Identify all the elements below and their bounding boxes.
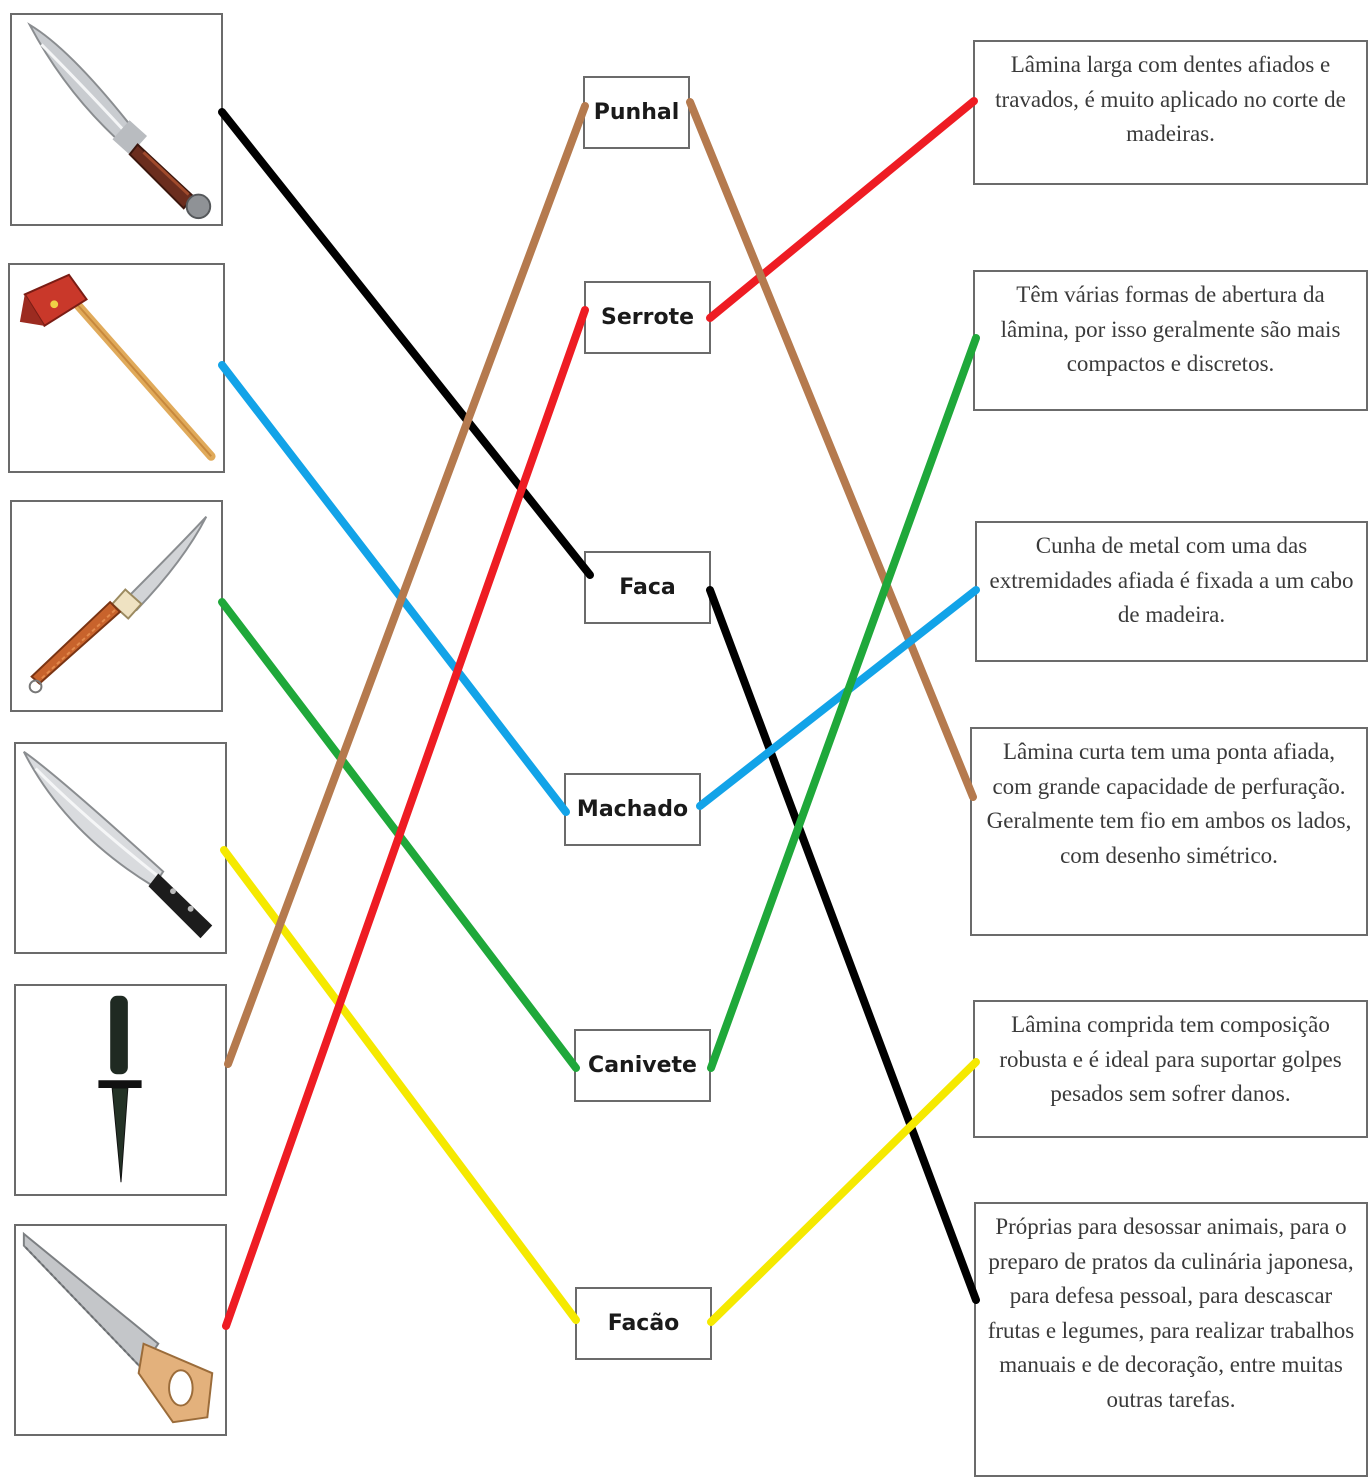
line-dagger-to-punhal (224, 102, 589, 1068)
desc-canivete: Têm várias formas de abertura da lâmina,… (973, 270, 1368, 411)
name-punhal: Punhal (583, 76, 690, 149)
line-faca-to-desc (706, 586, 980, 1304)
desc-punhal: Lâmina curta tem uma ponta afiada, com g… (970, 727, 1368, 936)
line-knife-to-faca (218, 108, 594, 579)
axe-icon (19, 273, 216, 461)
line-axe-to-machado (218, 361, 570, 816)
image-machete (14, 742, 227, 954)
image-pocket-knife (10, 500, 223, 712)
name-canivete: Canivete (574, 1029, 711, 1102)
line-saw-to-serrote (222, 306, 589, 1330)
image-hunting-knife (10, 13, 223, 226)
line-pocketknife-to-canivete (218, 598, 580, 1072)
line-facao-to-desc (707, 1058, 980, 1326)
desc-facao: Lâmina comprida tem composição robusta e… (973, 1000, 1368, 1138)
desc-machado: Cunha de metal com uma das extremidades … (975, 521, 1368, 662)
pocket-knife-icon (28, 516, 208, 694)
hunting-knife-icon (27, 22, 212, 220)
line-punhal-to-desc (686, 98, 977, 801)
desc-serrote: Lâmina larga com dentes afiados e travad… (973, 40, 1368, 185)
line-machado-to-desc (696, 586, 980, 810)
desc-faca: Próprias para desossar animais, para o p… (974, 1202, 1368, 1477)
line-machete-to-facao (220, 846, 580, 1324)
machete-icon (22, 751, 213, 939)
line-canivete-to-desc (707, 334, 980, 1072)
dagger-icon (98, 995, 142, 1183)
name-faca: Faca (584, 551, 711, 624)
handsaw-icon (22, 1231, 214, 1424)
image-dagger (14, 984, 227, 1196)
name-facao: Facão (575, 1287, 712, 1360)
name-serrote: Serrote (584, 281, 711, 354)
image-axe (8, 263, 225, 473)
name-machado: Machado (564, 773, 701, 846)
line-serrote-to-desc (706, 97, 978, 322)
image-handsaw (14, 1224, 227, 1436)
